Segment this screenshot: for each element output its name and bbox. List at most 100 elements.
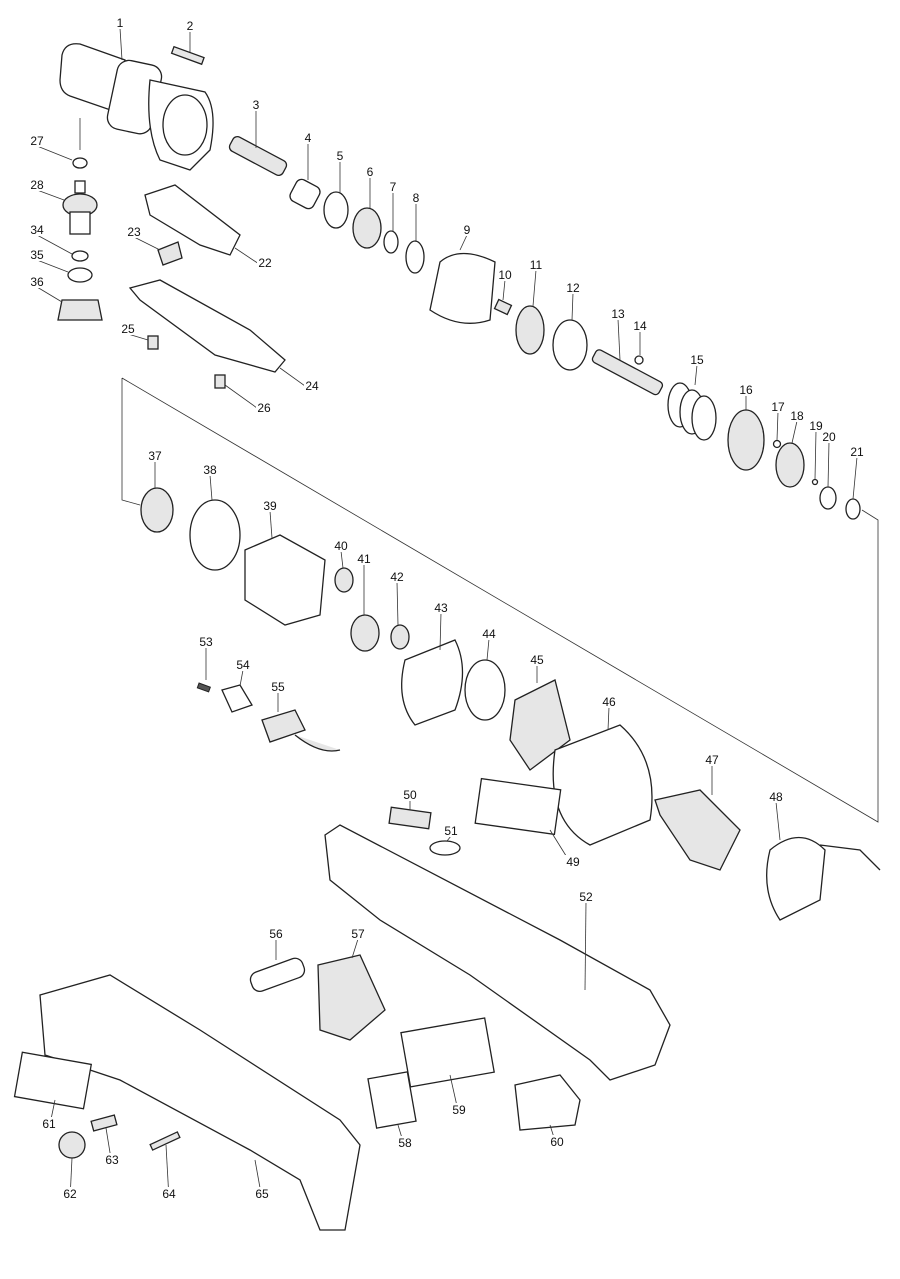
part-55-button [249, 957, 306, 993]
leader-line-35 [36, 259, 69, 273]
callout-46: 46 [602, 695, 616, 709]
callout-bg [433, 601, 449, 614]
leader-line-44 [486, 638, 490, 661]
part-21-cap [845, 498, 861, 520]
part-25-screw [147, 335, 159, 350]
leader-line-17 [776, 411, 779, 441]
callout-bg [112, 16, 128, 29]
callout-44: 44 [482, 627, 496, 641]
callout-bg [402, 788, 418, 801]
callout-bg [408, 191, 424, 204]
callout-bg [248, 98, 264, 111]
leader-line-28 [36, 189, 65, 201]
leader-line-21 [852, 456, 858, 500]
leader-line-27 [36, 145, 73, 161]
callout-1: 1 [117, 16, 124, 30]
part-60-cover [514, 1074, 581, 1131]
callout-bg [268, 927, 284, 940]
callout-bg [161, 1187, 177, 1200]
callout-21: 21 [850, 445, 864, 459]
callout-38: 38 [203, 463, 217, 477]
part-57-terminal [261, 709, 341, 752]
callout-51: 51 [444, 824, 458, 838]
callout-49: 49 [566, 855, 580, 869]
leader-line-12 [571, 292, 574, 321]
part-3-spindle [228, 135, 288, 177]
callout-8: 8 [413, 191, 420, 205]
leader-line-23 [133, 236, 161, 251]
callout-23: 23 [127, 225, 141, 239]
part-7-ring [383, 230, 399, 254]
callout-bg [62, 1187, 78, 1200]
part-65-housing-set-right [39, 974, 361, 1231]
callout-bg [362, 165, 378, 178]
callout-64: 64 [162, 1187, 176, 1201]
part-26-screw [214, 374, 226, 389]
part-19-ball [811, 478, 819, 486]
leader-line-42 [396, 581, 399, 626]
callout-bg [529, 653, 545, 666]
callout-bg [528, 258, 544, 271]
callout-43: 43 [434, 601, 448, 615]
callout-24: 24 [305, 379, 319, 393]
part-22-plate [144, 184, 241, 256]
callout-bg [126, 225, 142, 238]
part-64-screw [149, 1131, 181, 1151]
part-62-knob [58, 1131, 86, 1159]
part-5-washer [323, 191, 349, 229]
callout-bg [300, 131, 316, 144]
callout-52: 52 [579, 890, 593, 904]
leader-line-57 [351, 938, 359, 959]
callout-53: 53 [199, 635, 213, 649]
callout-15: 15 [690, 353, 704, 367]
callout-bg [304, 379, 320, 392]
callout-bg [770, 400, 786, 413]
callout-22: 22 [258, 256, 272, 270]
callout-26: 26 [257, 401, 271, 415]
part-23-switch-board [157, 241, 183, 266]
part-34-washer [71, 250, 89, 262]
callout-18: 18 [790, 409, 804, 423]
part-47-armature [654, 789, 741, 871]
callout-14: 14 [633, 319, 647, 333]
part-51-pad [429, 840, 461, 856]
leader-line-40 [340, 550, 344, 569]
callout-bg [565, 855, 581, 868]
callout-bg [689, 353, 705, 366]
part-46-yoke [552, 724, 653, 846]
leader-line-43 [439, 612, 442, 651]
part-45-motor-bracket [509, 679, 571, 771]
part-42-gear [390, 624, 410, 650]
part-14-ball [634, 355, 644, 365]
part-13-shaft [591, 349, 664, 396]
leader-line-20 [827, 441, 830, 488]
callout-bg [29, 223, 45, 236]
callout-3: 3 [253, 98, 260, 112]
callout-63: 63 [105, 1153, 119, 1167]
callout-bg [738, 383, 754, 396]
part-54-leaf-spring [221, 684, 253, 713]
callout-bg [29, 178, 45, 191]
leader-line-52 [584, 901, 587, 991]
callout-60: 60 [550, 1135, 564, 1149]
callout-bg [356, 552, 372, 565]
callout-36: 36 [30, 275, 44, 289]
callout-bg [147, 449, 163, 462]
callout-bg [262, 499, 278, 512]
callout-35: 35 [30, 248, 44, 262]
callout-45: 45 [530, 653, 544, 667]
callout-2: 2 [187, 19, 194, 33]
callout-bg [257, 256, 273, 269]
part-12-cam [552, 319, 588, 371]
leader-line-34 [36, 234, 73, 255]
part-63-change-lever [90, 1114, 118, 1132]
callout-bg [202, 463, 218, 476]
callout-65: 65 [255, 1187, 269, 1201]
callout-bg [254, 1187, 270, 1200]
callout-7: 7 [390, 180, 397, 194]
part-53-spring [196, 682, 211, 693]
callout-bg [182, 19, 198, 32]
callout-5: 5 [337, 149, 344, 163]
leader-line-38 [209, 474, 213, 501]
part-11-bevel-gear [515, 305, 545, 355]
